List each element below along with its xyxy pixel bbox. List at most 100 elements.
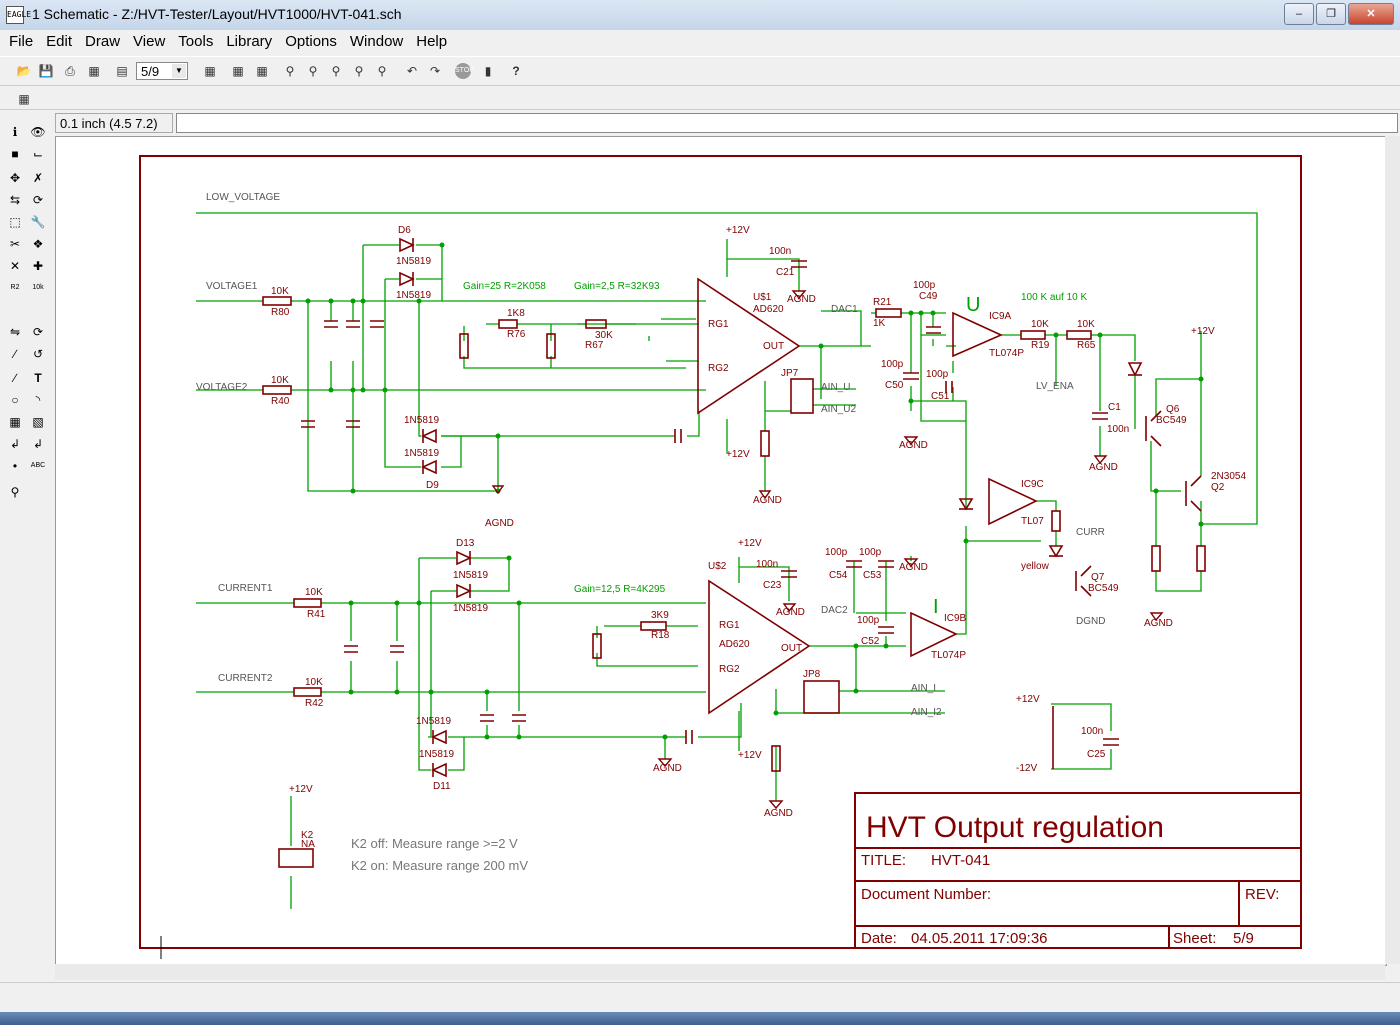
value-icon[interactable]: 10k [32,284,44,291]
status-bar [0,982,1400,1011]
group-icon[interactable]: ⬚ [9,215,21,229]
minimize-button[interactable]: – [1284,3,1314,25]
svg-text:Q6: Q6 [1166,404,1180,415]
menu-view[interactable]: View [133,33,166,50]
svg-text:AGND: AGND [899,440,928,451]
invoke-icon[interactable]: ⇋ [9,325,21,339]
delete-icon[interactable]: ✕ [9,259,21,273]
svg-text:AGND: AGND [653,763,682,774]
sheet-icon[interactable]: ▤ [116,64,128,78]
mark-icon[interactable]: ⌙ [32,147,44,161]
svg-text:100n: 100n [1107,424,1129,435]
svg-text:C50: C50 [885,380,904,391]
label-icon[interactable]: ABC [30,462,46,469]
svg-text:AGND: AGND [1089,462,1118,473]
svg-text:+12V: +12V [726,225,750,236]
redo-icon[interactable]: ↷ [429,64,441,78]
print-icon[interactable]: ⎙ [65,64,75,78]
stop-icon[interactable]: STOP [455,63,474,79]
polygon-icon[interactable]: ▧ [32,415,44,429]
svg-text:D6: D6 [398,225,411,236]
menu-help[interactable]: Help [416,33,448,50]
move-icon[interactable]: ✥ [9,171,21,185]
zoom-in-icon[interactable]: ⚲ [308,64,318,78]
vertical-scrollbar[interactable] [1385,136,1400,964]
svg-text:R80: R80 [271,307,290,318]
svg-text:D11: D11 [433,781,451,792]
main-toolbar: 📂 💾 ⎙ ▦ ▤ 5/9▼ ▦ ▦ ▦ ⚲ ⚲ ⚲ ⚲ ⚲ ↶ ↷ STOP … [0,56,1400,86]
change-icon[interactable]: 🔧 [30,215,46,229]
undo-icon[interactable]: ↶ [406,64,418,78]
library-icon[interactable]: ▦ [204,64,216,78]
erc-icon[interactable]: ⚲ [10,485,20,499]
svg-text:100n: 100n [769,246,791,257]
display-icon[interactable]: ■ [11,147,19,161]
ulp-icon[interactable]: ▦ [256,64,268,78]
zoom-redraw-icon[interactable]: ⚲ [354,64,364,78]
cam-icon[interactable]: ▦ [88,64,100,78]
cut-icon[interactable]: ✂ [9,237,21,251]
name-icon[interactable]: R2 [10,284,20,291]
maximize-button[interactable]: ❐ [1316,3,1346,25]
svg-text:1N5819: 1N5819 [404,448,439,459]
miter-icon[interactable]: ↺ [32,347,44,361]
menu-bar: File Edit Draw View Tools Library Options Windo… [0,30,1400,54]
zoom-out-icon[interactable]: ⚲ [331,64,341,78]
split-icon[interactable]: ∕ [13,347,16,361]
net-dac2: DAC2 [821,605,848,616]
svg-text:C23: C23 [763,580,782,591]
save-icon[interactable]: 💾 [38,64,54,78]
command-row: 0.1 inch (4.5 7.2) [0,111,1400,135]
gateswap-icon[interactable]: ⟳ [32,325,44,339]
schematic-canvas[interactable]: HVT Output regulation TITLE: HVT-041 Doc… [55,136,1387,966]
svg-text:R19: R19 [1031,340,1050,351]
go-icon[interactable]: ▮ [484,64,492,78]
doc-number-label: Document Number: [861,886,991,903]
junction-icon[interactable]: • [12,459,18,473]
command-input[interactable] [176,113,1398,133]
text-icon[interactable]: T [34,371,42,385]
menu-tools[interactable]: Tools [178,33,214,50]
show-icon[interactable]: 👁 [30,125,46,139]
svg-text:AGND: AGND [787,294,816,305]
close-button[interactable]: ✕ [1348,3,1394,25]
date-value: 04.05.2011 17:09:36 [911,930,1048,947]
net-dac1: DAC1 [831,304,858,315]
help-icon[interactable]: ? [512,64,520,78]
app-icon: EAGLE [6,6,31,24]
add-icon[interactable]: ✚ [32,259,44,273]
menu-library[interactable]: Library [226,33,273,50]
mirror-icon[interactable]: ⇆ [9,193,21,207]
net-icon[interactable]: ↲ [32,437,44,451]
svg-text:C53: C53 [863,570,882,581]
svg-text:1K8: 1K8 [507,308,525,319]
menu-window[interactable]: Window [349,33,404,50]
svg-text:R21: R21 [873,297,892,308]
open-icon[interactable]: 📂 [16,64,32,78]
note-k2-off: K2 off: Measure range >=2 V [351,836,518,851]
copy-icon[interactable]: ✗ [32,171,44,185]
menu-edit[interactable]: Edit [46,33,73,50]
horizontal-scrollbar[interactable] [55,964,1385,980]
bus-icon[interactable]: ↲ [9,437,21,451]
wire-icon[interactable]: ∕ [13,371,16,385]
svg-text:RG2: RG2 [719,664,740,675]
arc-icon[interactable]: ◝ [35,393,41,407]
sheet-select[interactable]: 5/9▼ [136,62,188,80]
menu-file[interactable]: File [9,33,34,50]
svg-text:R67: R67 [585,340,604,351]
paste-icon[interactable]: ❖ [32,237,44,251]
zoom-fit-icon[interactable]: ⚲ [285,64,295,78]
menu-draw[interactable]: Draw [85,33,121,50]
zoom-select-icon[interactable]: ⚲ [377,64,387,78]
info-icon[interactable]: ℹ [12,125,18,139]
circle-icon[interactable]: ○ [11,393,19,407]
rect-icon[interactable]: ▦ [9,415,21,429]
menu-options[interactable]: Options [285,33,337,50]
grid-icon[interactable]: ▦ [18,92,30,106]
notes: K2 off: Measure range >=2 V K2 on: Measu… [351,836,528,873]
svg-text:BC549: BC549 [1156,415,1187,426]
rotate-icon[interactable]: ⟳ [32,193,44,207]
script-icon[interactable]: ▦ [232,64,244,78]
i-marker: I [933,596,939,618]
